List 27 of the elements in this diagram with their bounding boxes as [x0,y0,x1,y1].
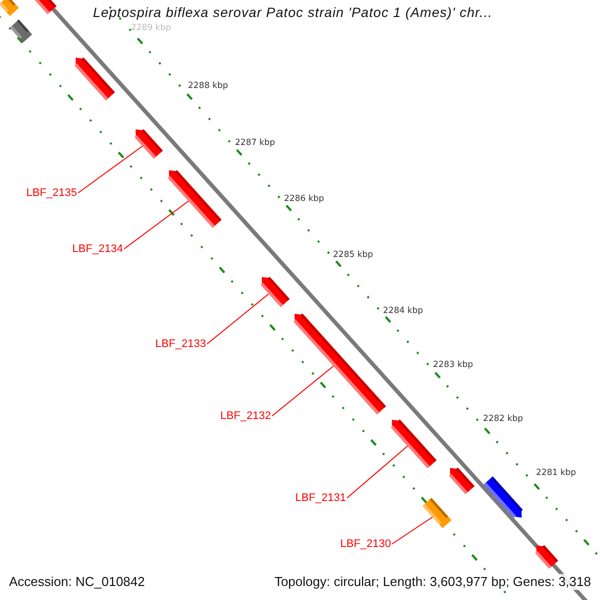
gene-label: LBF_2135 [26,187,77,200]
gene-label: LBF_2132 [220,410,271,423]
accession-text: Accession: NC_010842 [9,574,145,590]
leader-line [78,146,144,194]
scale-label: 2286 kbp [284,194,324,205]
leader-line [392,516,434,544]
scale-label: 2287 kbp [235,138,276,149]
gene-block [0,0,19,16]
scale-label: 2283 kbp [433,360,474,371]
scale-label: 2281 kbp [536,468,576,479]
gene-label: LBF_2133 [155,338,206,351]
scale-label: 2288 kbp [188,81,228,92]
leader-line [272,366,334,416]
gene-label: LBF_2131 [295,492,346,505]
scale-label: 2284 kbp [383,306,424,317]
gene-label: LBF_2134 [72,243,123,256]
leader-line [206,294,270,344]
leader-line [124,200,190,250]
gene-block [10,20,32,42]
summary-text: Topology: circular; Length: 3,603,977 bp; Genes: 3,318 [274,574,591,590]
scale-label: 2285 kbp [333,250,374,261]
title: Leptospira biflexa serovar Patoc strain 'Patoc 1 (Ames)' chr... [93,5,492,20]
gene-label: LBF_2130 [340,538,391,551]
gene-block [422,498,452,528]
scale-label: 2282 kbp [483,414,524,425]
leader-line [346,446,408,498]
scale-label: 2289 kbp [131,23,172,34]
